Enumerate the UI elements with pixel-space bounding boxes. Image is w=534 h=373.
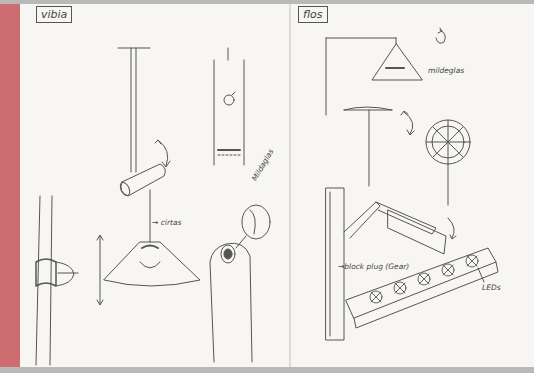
header-text: vibia	[41, 8, 67, 21]
paper	[20, 4, 534, 367]
sketch-note: mildeglas	[428, 66, 464, 75]
disc-lamp	[426, 120, 470, 205]
slot-lamp	[214, 48, 244, 165]
led-bar	[346, 248, 498, 328]
header-box: vibia	[36, 6, 72, 23]
wall-arm-lamp	[326, 188, 456, 340]
t-lamp	[344, 107, 414, 186]
header-box: flos	[298, 6, 328, 23]
sketch-note: → cirtas	[152, 218, 181, 227]
wall-strip-lamp	[36, 196, 103, 365]
spine	[0, 4, 20, 367]
hook-triangle-lamp	[326, 28, 445, 115]
sketch-note: →block plug (Gear)	[338, 262, 409, 271]
pendant-tube-lamp	[118, 48, 170, 197]
sketch-note: LEDs	[482, 283, 501, 292]
page-fold	[289, 4, 291, 367]
cone-pendant-lamp	[104, 190, 200, 286]
header-text: flos	[303, 8, 323, 21]
finger-sphere-lamp	[210, 205, 270, 362]
book-cover	[0, 4, 534, 367]
